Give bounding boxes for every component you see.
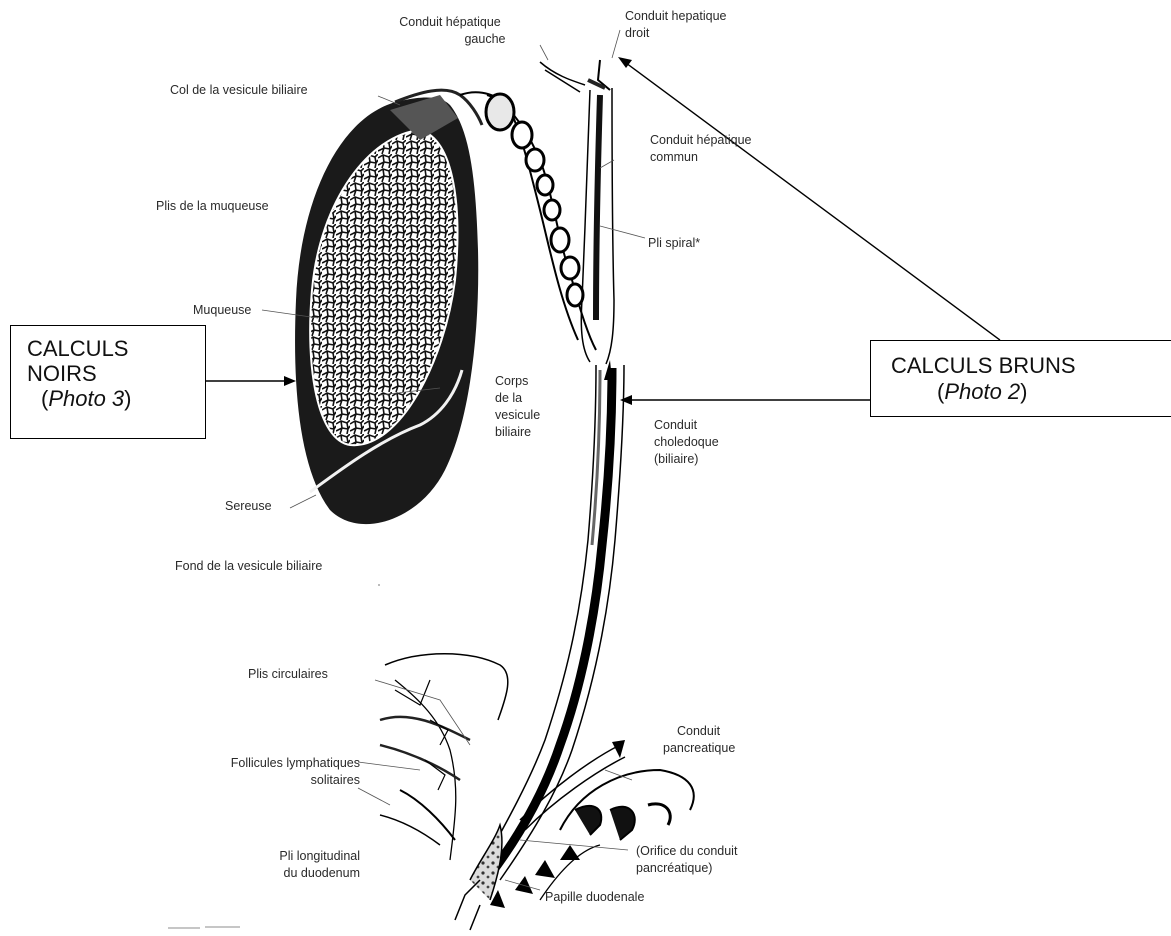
label-conduit-choledoque: Conduit choledoque (biliaire): [654, 417, 719, 468]
label-conduit-pancreatique: Conduit pancreatique: [663, 723, 735, 757]
label-pli-longitudinal: Pli longitudinal du duodenum: [200, 848, 360, 882]
label-hepatique-gauche: Conduit hépatique gauche: [370, 14, 530, 48]
label-col-vesicule: Col de la vesicule biliaire: [170, 82, 308, 99]
calculs-noirs-line1: CALCULS: [27, 336, 128, 361]
scribble-mark: [168, 927, 240, 928]
label-hepatique-droit: Conduit hepatique droit: [625, 8, 726, 42]
label-muqueuse: Muqueuse: [193, 302, 251, 319]
cystic-duct: [460, 92, 596, 350]
calculs-noirs-photo: (Photo 3): [41, 386, 132, 411]
callout-calculs-noirs: CALCULS NOIRS (Photo 3): [10, 325, 206, 439]
callout-calculs-bruns: CALCULS BRUNS (Photo 2): [870, 340, 1171, 417]
label-follicules: Follicules lymphatiques solitaires: [170, 755, 360, 789]
label-pli-spiral: Pli spiral*: [648, 235, 700, 252]
label-orifice-pancreatique: (Orifice du conduit pancréatique): [636, 843, 737, 877]
calculs-bruns-line1: CALCULS BRUNS: [891, 353, 1076, 378]
label-hepatique-commun: Conduit hépatique commun: [650, 132, 751, 166]
label-plis-circulaires: Plis circulaires: [248, 666, 328, 683]
label-sereuse: Sereuse: [225, 498, 272, 515]
calculs-noirs-line2: NOIRS: [27, 361, 97, 386]
common-bile-duct: [480, 365, 624, 880]
calculs-bruns-photo: (Photo 2): [937, 379, 1028, 404]
label-corps-vesicule: Corps de la vesicule biliaire: [495, 373, 540, 441]
label-plis-muqueuse: Plis de la muqueuse: [156, 198, 269, 215]
label-papille-duodenale: Papille duodenale: [545, 889, 644, 906]
gallbladder: [295, 90, 482, 524]
label-fond-vesicule: Fond de la vesicule biliaire: [175, 558, 322, 575]
